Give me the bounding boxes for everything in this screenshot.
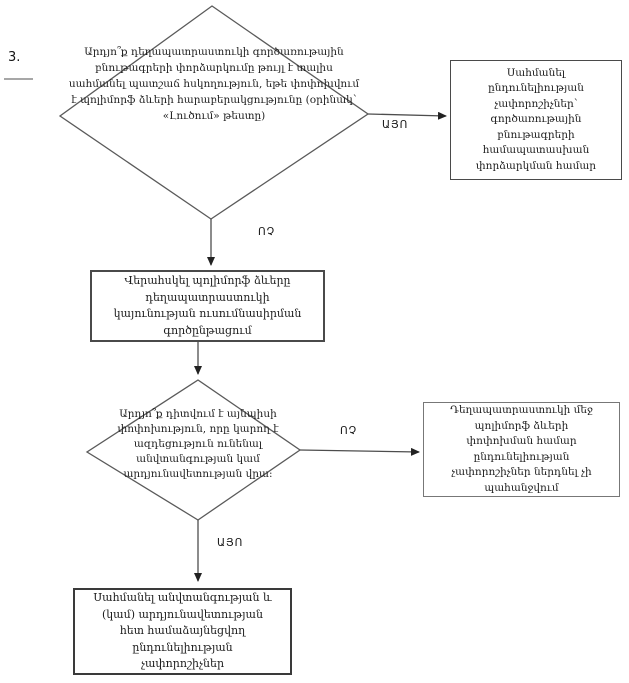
decision-1-text: Արդյո՞ք դեղապատրաստուկի գործառութային բն… xyxy=(68,46,360,122)
box-define-criteria-text: Սահմանել ընդունելիության չափորոշիչներ՝ գ… xyxy=(475,66,597,172)
box-monitor-text: Վերահսկել պոլիմորֆ ձևերը դեղապատրաստուկի… xyxy=(113,274,302,337)
arrow-no-2 xyxy=(299,447,420,456)
edge-label-no-1: ՈՉ xyxy=(258,226,276,238)
box-define-criteria: Սահմանել ընդունելիության չափորոշիչներ՝ գ… xyxy=(450,60,622,180)
decision-2-text: Արդյո՞ք դիտվում է այնպիսի փոփոխություն, … xyxy=(117,408,279,480)
edge-label-yes-1: ԱՅՈ xyxy=(382,119,409,131)
box-no-criteria-text: Դեղապատրաստուկի մեջ պոլիմորֆ ձևերի փոփոխ… xyxy=(450,404,593,494)
box-monitor: Վերահսկել պոլիմորֆ ձևերը դեղապատրաստուկի… xyxy=(90,270,325,342)
arrow-yes-1 xyxy=(367,111,447,120)
box-final-text: Սահմանել անվտանգության և (կամ) արդյունավ… xyxy=(93,591,272,671)
edge-label-no-2: ՈՉ xyxy=(340,425,358,437)
figure-label: 3. xyxy=(8,50,21,65)
box-no-criteria: Դեղապատրաստուկի մեջ պոլիմորֆ ձևերի փոփոխ… xyxy=(423,402,620,497)
edge-label-yes-2: ԱՅՈ xyxy=(217,537,244,549)
box-final: Սահմանել անվտանգության և (կամ) արդյունավ… xyxy=(73,588,292,675)
